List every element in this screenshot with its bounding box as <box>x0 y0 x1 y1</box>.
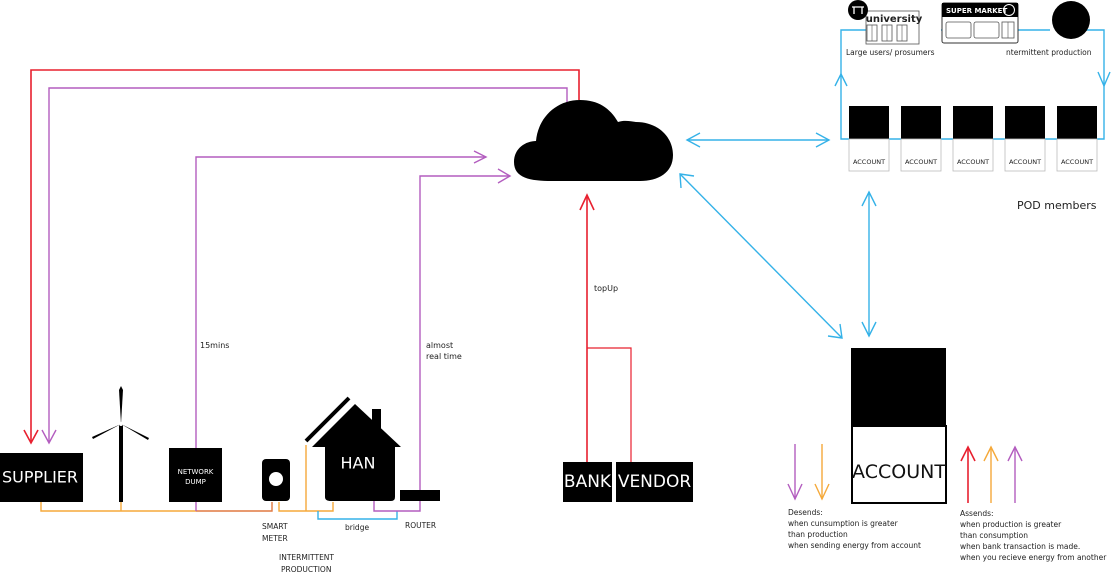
almost-label-1: almost <box>426 341 453 350</box>
almost-label-2: real time <box>426 352 462 361</box>
pod-member-account-label-box <box>848 138 890 172</box>
ascends-legend: Assends: when production is greater than… <box>960 509 1107 562</box>
ascends-arrows <box>960 445 1023 503</box>
pod-member-account-block <box>953 106 993 139</box>
pod-member-account-label-box <box>952 138 994 172</box>
fifteen-mins-label: 15mins <box>200 341 229 350</box>
topup-flow <box>579 193 632 462</box>
pod-member-account-label: ACCOUNT <box>1009 158 1041 166</box>
router-icon <box>400 490 440 501</box>
han-label: HAN <box>341 454 376 473</box>
pod-member-account[interactable]: ACCOUNT <box>1004 106 1046 172</box>
pod-member-account[interactable]: ACCOUNT <box>1056 106 1098 172</box>
supermarket-icon: SUPER MARKET <box>941 2 1019 44</box>
ascends-line-1: when production is greater <box>960 520 1062 529</box>
blue-bridge-wire <box>317 511 398 520</box>
pod-member-account-label-box <box>900 138 942 172</box>
pod-accounts: ACCOUNT ACCOUNT ACCOUNT ACCOUNT ACCOUNT <box>848 106 1098 172</box>
cloud-icon <box>514 100 673 181</box>
red-supplier-flow <box>23 69 580 445</box>
large-users-label: Large users/ prosumers <box>846 48 935 57</box>
pod-member-account-label-box <box>1004 138 1046 172</box>
main-account[interactable]: ACCOUNT <box>851 348 947 504</box>
pod-member-account[interactable]: ACCOUNT <box>900 106 942 172</box>
red-arrowhead-cloud <box>579 193 595 211</box>
pod-member-account-label-box <box>1056 138 1098 172</box>
descends-legend: Desends: when cunsumption is greater tha… <box>788 508 921 550</box>
pod-member-account[interactable]: ACCOUNT <box>952 106 994 172</box>
pod-member-account-block <box>1057 106 1097 139</box>
intermittent-label-1: INTERMITTENT <box>279 553 334 562</box>
purple-realtime-flow <box>419 168 512 490</box>
university-icon: university <box>848 0 923 45</box>
local-wiring <box>40 445 421 520</box>
router-label: ROUTER <box>405 521 436 530</box>
han-house-icon: HAN <box>304 396 401 501</box>
pod-member-account-block <box>1005 106 1045 139</box>
descends-line-2: than production <box>788 530 848 539</box>
supplier-label: SUPPLIER <box>2 468 78 487</box>
university-label: university <box>866 14 923 25</box>
blue-pod-account-link <box>861 190 877 338</box>
main-account-label: ACCOUNT <box>852 461 946 483</box>
intermittent-label-2: PRODUCTION <box>281 565 331 574</box>
descends-arrows <box>787 444 830 501</box>
solar-panel-icon <box>304 396 351 443</box>
purple-han-router-wire <box>373 500 421 512</box>
ascends-line-4: when you recieve energy from another <box>960 553 1107 562</box>
pod-member-account-label: ACCOUNT <box>957 158 989 166</box>
purple-supplier-flow <box>41 87 568 445</box>
vendor-box: VENDOR <box>616 462 693 502</box>
blue-cloud-pod-link <box>685 132 831 148</box>
pod-member-account-label: ACCOUNT <box>853 158 885 166</box>
descends-line-3: when sending energy from account <box>788 541 921 550</box>
pod-member-account-label: ACCOUNT <box>905 158 937 166</box>
orange-wire-main <box>40 502 196 512</box>
supplier-box: SUPPLIER <box>0 453 83 502</box>
ascends-title: Assends: <box>960 509 994 518</box>
pod-member-account-block <box>901 106 941 139</box>
red-line-vendor-branch <box>587 347 632 462</box>
network-dump-label-1: NETWORK <box>178 468 214 476</box>
wind-turbine-icon <box>92 386 149 502</box>
ascends-line-3: when bank transaction is made. <box>960 542 1080 551</box>
bank-label: BANK <box>564 472 612 492</box>
topup-label: topUp <box>594 284 618 293</box>
vendor-label: VENDOR <box>618 472 692 492</box>
descends-title: Desends: <box>788 508 823 517</box>
purple-line-router-to-cloud <box>419 175 510 490</box>
purple-arrowhead-supplier <box>41 429 57 445</box>
blue-cloud-account-link <box>679 173 843 339</box>
red-line-cloud-to-supplier <box>30 69 580 442</box>
smart-meter-label-2: METER <box>262 534 288 543</box>
bank-box: BANK <box>563 462 612 502</box>
smart-meter-label-1: SMART <box>262 522 288 531</box>
purple-15min-flow <box>195 150 488 448</box>
network-dump-label-2: DUMP <box>185 478 206 486</box>
pod-frame-arrow-down <box>1097 71 1111 88</box>
pod-frame-arrow-up <box>834 72 848 87</box>
descends-line-1: when cunsumption is greater <box>788 519 899 528</box>
pod-member-account[interactable]: ACCOUNT <box>848 106 890 172</box>
bridge-label: bridge <box>345 523 369 532</box>
network-dump-box: NETWORK DUMP <box>169 448 222 502</box>
purple-line-dump-to-cloud <box>195 156 486 448</box>
red-arrowhead-supplier <box>23 429 39 445</box>
intermittent-production-top-label: ntermittent production <box>1006 48 1092 57</box>
orange-red-wire-to-meter <box>196 502 273 512</box>
pod-members-label: POD members <box>1017 199 1097 212</box>
purple-arrowhead-cloud-1 <box>473 150 488 164</box>
purple-arrowhead-cloud-2 <box>497 168 512 184</box>
purple-line-cloud-to-supplier <box>48 87 568 442</box>
pod-member-account-label: ACCOUNT <box>1061 158 1093 166</box>
supermarket-label: SUPER MARKET <box>946 7 1007 15</box>
pod-member-account-block <box>849 106 889 139</box>
ascends-line-2: than consumption <box>960 531 1028 540</box>
intermittent-production-icon <box>1052 1 1090 39</box>
smart-meter-icon <box>262 459 290 501</box>
